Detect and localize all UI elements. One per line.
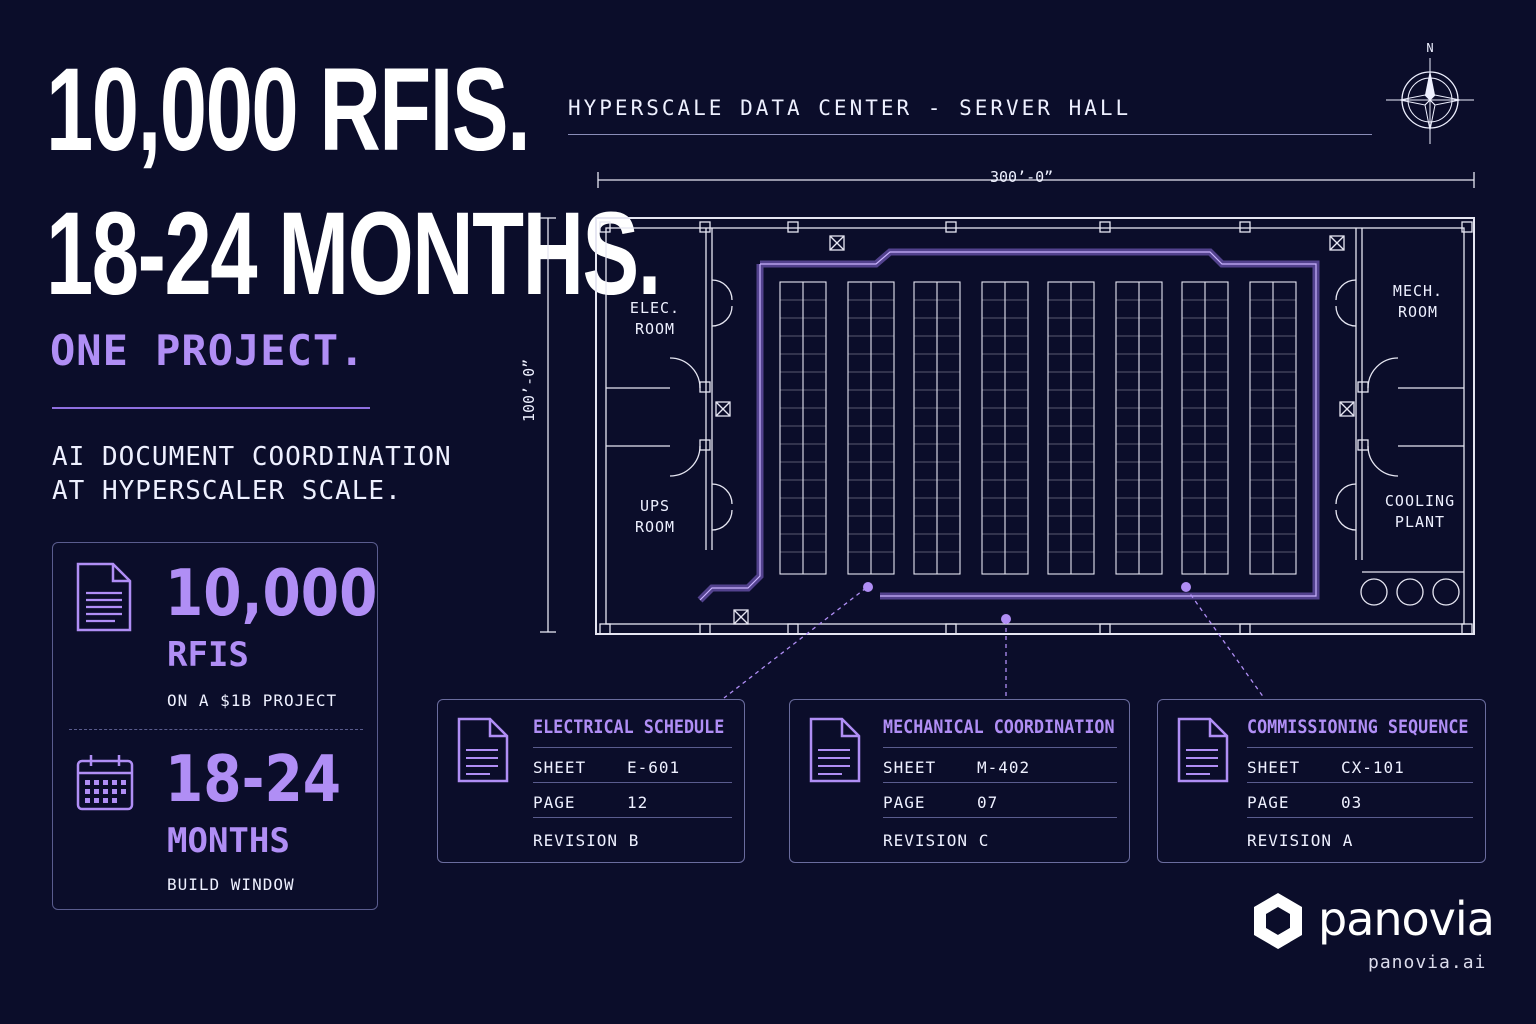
divider — [533, 782, 732, 783]
divider — [52, 407, 370, 409]
revision-value: A — [1342, 831, 1354, 850]
compass-north-label: N — [1426, 41, 1433, 55]
document-icon — [1177, 717, 1229, 783]
revision-label: REVISION — [533, 831, 619, 850]
stats-card: 10,000 RFIS ON A $1B PROJECT 18-24 MONTH… — [52, 542, 378, 910]
divider — [1247, 747, 1473, 748]
revision-value: C — [978, 831, 990, 850]
sheet-value: M-402 — [977, 758, 1031, 777]
tagline-line-2: AT HYPERSCALER SCALE. — [52, 476, 402, 506]
tagline: AI DOCUMENT COORDINATION AT HYPERSCALER … — [52, 440, 452, 508]
page-value: 03 — [1341, 793, 1363, 812]
document-revision-row: REVISION C — [883, 831, 1117, 850]
sheet-label: SHEET — [883, 758, 937, 777]
page-label: PAGE — [1247, 793, 1290, 812]
document-page-row: PAGE 12 — [533, 793, 732, 812]
compass-icon: N — [1386, 41, 1474, 144]
stat-separator — [69, 729, 363, 730]
headline-line-2: 18-24 MONTHS. — [46, 188, 661, 320]
document-icon — [457, 717, 509, 783]
brand-name: panovia — [1318, 892, 1495, 946]
document-card-commissioning[interactable]: COMMISSIONING SEQUENCE SHEET CX-101 PAGE 0… — [1157, 699, 1486, 863]
document-title: MECHANICAL COORDINATION — [883, 716, 1115, 738]
document-sheet-row: SHEET CX-101 — [1247, 758, 1473, 777]
sheet-value: E-601 — [627, 758, 681, 777]
width-dimension: 300’-0” — [990, 168, 1054, 186]
divider — [533, 817, 732, 818]
revision-label: REVISION — [1247, 831, 1333, 850]
document-sheet-row: SHEET M-402 — [883, 758, 1117, 777]
document-revision-row: REVISION A — [1247, 831, 1473, 850]
revision-value: B — [628, 831, 640, 850]
stat-caption: BUILD WINDOW — [167, 875, 295, 894]
page-label: PAGE — [533, 793, 576, 812]
divider — [883, 782, 1117, 783]
divider — [533, 747, 732, 748]
sheet-label: SHEET — [533, 758, 587, 777]
stat-unit: MONTHS — [167, 821, 290, 861]
page-value: 07 — [977, 793, 999, 812]
plan-title: HYPERSCALE DATA CENTER - SERVER HALL — [568, 96, 1132, 120]
brand-url[interactable]: panovia.ai — [1368, 952, 1487, 973]
stat-caption: ON A $1B PROJECT — [167, 691, 338, 710]
document-card-mechanical[interactable]: MECHANICAL COORDINATION SHEET M-402 PAGE 0… — [789, 699, 1130, 863]
document-title: COMMISSIONING SEQUENCE — [1247, 716, 1469, 738]
height-dimension: 100’-0” — [520, 358, 538, 422]
stat-number: 10,000 — [165, 557, 378, 631]
revision-label: REVISION — [883, 831, 969, 850]
tagline-line-1: AI DOCUMENT COORDINATION — [52, 442, 452, 472]
room-ups: UPS ROOM — [634, 497, 676, 536]
headline-line-1: 10,000 RFIS. — [46, 44, 531, 176]
document-sheet-row: SHEET E-601 — [533, 758, 732, 777]
page-value: 12 — [627, 793, 649, 812]
calendar-icon — [76, 755, 134, 811]
stat-number: 18-24 — [165, 743, 342, 817]
document-icon — [76, 562, 132, 632]
document-page-row: PAGE 07 — [883, 793, 1117, 812]
stat-unit: RFIS — [167, 635, 249, 675]
panovia-logo-icon — [1254, 893, 1302, 949]
document-icon — [809, 717, 861, 783]
sheet-label: SHEET — [1247, 758, 1301, 777]
headline: 10,000 RFIS. 18-24 MONTHS. — [46, 40, 661, 328]
room-mech: MECH. ROOM — [1392, 282, 1444, 321]
document-card-electrical[interactable]: ELECTRICAL SCHEDULE SHEET E-601 PAGE 12 RE… — [437, 699, 745, 863]
sheet-value: CX-101 — [1341, 758, 1405, 777]
divider — [883, 817, 1117, 818]
document-revision-row: REVISION B — [533, 831, 732, 850]
document-title: ELECTRICAL SCHEDULE — [533, 716, 725, 738]
divider — [1247, 817, 1473, 818]
divider — [883, 747, 1117, 748]
room-elec: ELEC. ROOM — [629, 299, 681, 338]
page-label: PAGE — [883, 793, 926, 812]
divider — [1247, 782, 1473, 783]
plan-title-rule — [568, 134, 1372, 135]
subhead: ONE PROJECT. — [50, 326, 366, 375]
room-cooling: COOLING PLANT — [1384, 492, 1456, 531]
document-page-row: PAGE 03 — [1247, 793, 1473, 812]
